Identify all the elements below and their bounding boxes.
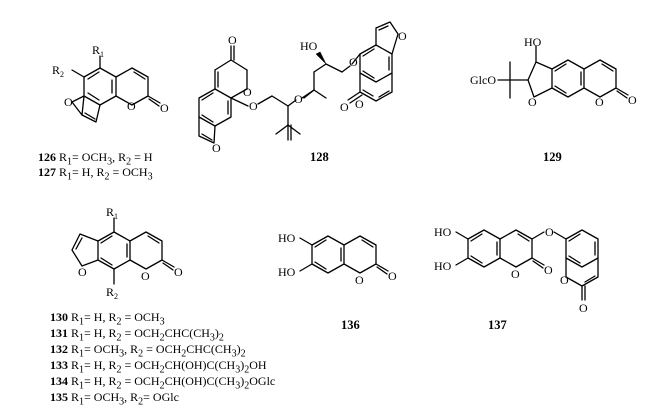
caption-131: 131 R1= H, R2 = OCH2CHC(CH3)2 (50, 326, 224, 344)
compound-number-128: 128 (310, 150, 329, 164)
structure-130-135 (71, 217, 175, 285)
label-o-furan-128b: O (398, 29, 407, 43)
label-o-ring-137b: O (560, 273, 569, 287)
label-r2-126: R2 (52, 63, 64, 79)
label-glco-129: GlcO (470, 73, 496, 87)
caption-127: 127 R1= H, R2 = OCH3 (38, 165, 153, 183)
label-o-ether-128a: O (249, 99, 258, 113)
structure-129 (497, 45, 629, 99)
label-o-furan-126: O (64, 95, 73, 109)
label-r2-130: R2 (106, 285, 118, 301)
structure-128 (198, 21, 399, 144)
label-r1-126: R1 (92, 43, 104, 59)
label-o-carbonyl-126: O (160, 101, 169, 115)
label-ho-137a: HO (434, 225, 452, 239)
caption-130: 130 R1= H, R2 = OCH3 (50, 310, 165, 328)
label-o-carbonyl-136: O (388, 269, 397, 283)
label-o-furan-130: O (78, 265, 87, 279)
label-o-carbonyl-128b: O (340, 100, 349, 114)
label-o-ring-129: O (595, 95, 604, 109)
structure-126-127 (71, 55, 161, 123)
compound-number-136: 136 (341, 318, 360, 332)
compound-number-129: 129 (543, 150, 562, 164)
label-o-carbonyl-137a: O (544, 263, 553, 277)
label-ho-128: HO (300, 39, 318, 53)
label-ho-129: HO (524, 35, 542, 49)
label-o-furan-129: O (528, 95, 537, 109)
caption-134: 134 R1= H, R2 = OCH2CH(OH)C(CH3)2OGlc (50, 374, 276, 392)
label-o-ether-137: O (545, 225, 554, 239)
label-o-carbonyl-128a: O (228, 33, 237, 47)
label-o-carbonyl-129: O (628, 93, 637, 107)
compound-number-137: 137 (488, 318, 507, 332)
structure-136 (299, 235, 389, 275)
caption-126: 126 R1= OCH3, R2 = H (38, 150, 153, 168)
label-o-ring-130: O (141, 269, 150, 283)
label-o-ring-137a: O (511, 267, 520, 281)
structure-137 (455, 229, 599, 301)
caption-135: 135 R1= OCH3, R2= OGlc (50, 390, 179, 408)
label-ho-136a: HO (278, 231, 296, 245)
label-o-ether-128c: O (349, 55, 358, 69)
label-o-carbonyl-130: O (174, 265, 183, 279)
caption-133: 133 R1= H, R2 = OCH2CH(OH)C(CH3)2OH (50, 358, 267, 376)
label-o-ether-128b: O (294, 92, 303, 106)
label-r1-130: R1 (106, 205, 118, 221)
label-ho-137b: HO (434, 259, 452, 273)
label-o-ring-126: O (127, 99, 136, 113)
label-o-furan-128a: O (212, 141, 221, 155)
label-o-ring-128a: O (243, 85, 252, 99)
label-ho-136b: HO (278, 265, 296, 279)
label-o-ring-136: O (355, 273, 364, 287)
label-o-ring-128b: O (355, 97, 364, 111)
label-o-carbonyl-137b: O (579, 301, 588, 315)
caption-132: 132 R1= OCH3, R2 = OCH2CHC(CH3)2 (50, 342, 246, 360)
